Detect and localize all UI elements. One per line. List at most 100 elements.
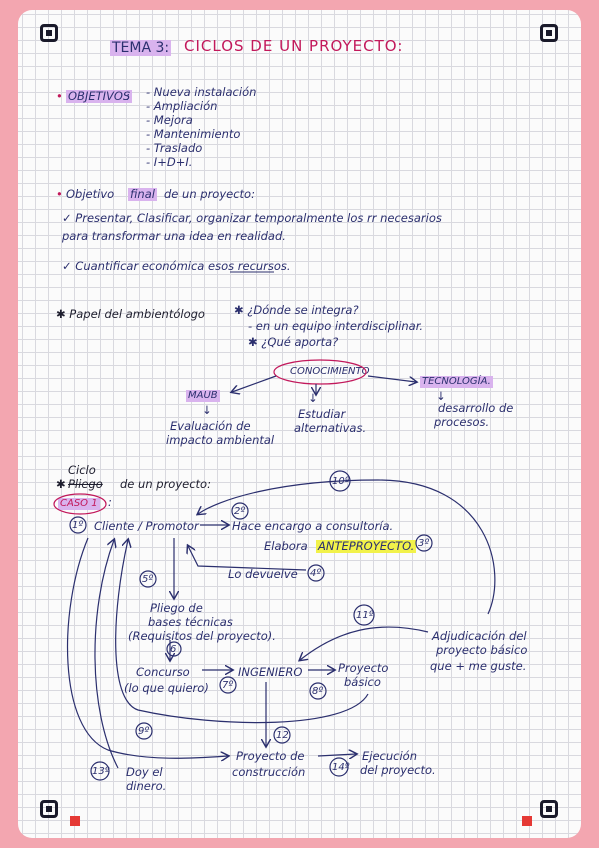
cliente-node: Cliente / Promotor <box>94 519 199 533</box>
pliego-node: bases técnicas <box>148 615 233 629</box>
alternativas-desc: alternativas. <box>294 421 367 435</box>
step-circle <box>231 502 249 520</box>
step-number: 13º <box>92 766 110 777</box>
devuelve-node: Lo devuelve <box>228 567 298 581</box>
pliego-node: (Requisitos del proyecto). <box>128 629 276 643</box>
objetivo-item: - Ampliación <box>146 99 218 113</box>
doy-dinero-node: dinero. <box>126 779 167 793</box>
adjudicacion-node: proyecto básico <box>436 643 528 657</box>
ejecucion-node: del proyecto. <box>360 763 436 777</box>
objetivo-final-label-final: final <box>128 187 157 202</box>
down-arrow-icon: ↓ <box>308 391 318 405</box>
bullet-icon: • <box>56 187 63 201</box>
proyecto-construccion-node: construcción <box>232 765 306 779</box>
step-number: 7º <box>222 680 234 691</box>
proyecto-basico-node: básico <box>344 675 381 689</box>
step-circle <box>415 534 433 552</box>
arrow <box>367 375 416 382</box>
step-circle <box>329 757 349 777</box>
step-circle <box>353 604 375 626</box>
red-square-icon <box>522 816 532 826</box>
step-circle <box>273 726 291 744</box>
conocimiento-node: CONOCIMIENTO <box>290 366 370 377</box>
papel-label: ✱ Papel del ambientólogo <box>56 307 205 321</box>
step-number: 4º <box>310 568 322 579</box>
ingeniero-node: INGENIERO <box>238 665 303 679</box>
conocimiento-ellipse <box>273 359 367 385</box>
title-main: CICLOS DE UN PROYECTO: <box>184 37 404 55</box>
concurso-node: (lo que quiero) <box>124 681 209 695</box>
red-square-icon <box>70 816 80 826</box>
step-circle <box>166 641 182 657</box>
star-icon: ✱ <box>56 477 66 491</box>
concurso-node: Concurso <box>136 665 190 679</box>
adjudicacion-node: Adjudicación del <box>432 629 527 643</box>
down-arrow-icon: ↓ <box>202 403 212 417</box>
alternativas-desc: Estudiar <box>298 407 346 421</box>
caso-badge: CASO 1 <box>58 498 100 510</box>
step-number: 14º <box>332 762 350 773</box>
step-number: 12 <box>276 730 289 741</box>
step-number: 1º <box>72 520 84 531</box>
objetivo-item: - Mantenimiento <box>146 127 241 141</box>
step-circle <box>309 682 327 700</box>
tecnologia-desc: procesos. <box>434 415 490 429</box>
maub-node: MAUB <box>186 390 220 402</box>
step-number: 3º <box>418 538 430 549</box>
objetivo-item: - Traslado <box>146 141 203 155</box>
step-circle <box>139 570 157 588</box>
corner-marker-icon <box>540 800 558 818</box>
step-circle <box>307 564 325 582</box>
elabora-label: Elabora <box>264 539 308 553</box>
step-number: 9º <box>138 726 150 737</box>
maub-desc: Evaluación de <box>170 419 251 433</box>
corner-marker-icon <box>40 800 58 818</box>
diagram-lines <box>53 271 496 781</box>
objetivos-label: OBJETIVOS <box>66 89 133 104</box>
objetivo-final-line2: para transformar una idea en realidad. <box>62 229 286 243</box>
bullet-icon: • <box>56 89 63 103</box>
objetivo-final-label-post: de un proyecto: <box>164 187 255 201</box>
step-number: 6 <box>170 644 177 655</box>
papel-q1b: - en un equipo interdisciplinar. <box>248 319 424 333</box>
title-tema: TEMA 3: <box>110 40 172 57</box>
papel-q2: ✱ ¿Qué aporta? <box>248 335 339 349</box>
ciclo-head2-strike: Pliego <box>68 477 103 491</box>
step-number: 11º <box>356 610 374 621</box>
corner-marker-icon <box>540 24 558 42</box>
ciclo-head2: de un proyecto: <box>120 477 211 491</box>
tecnologia-node: TECNOLOGÍA. <box>420 376 493 388</box>
objetivo-item: - Mejora <box>146 113 193 127</box>
objetivo-final-line1: ✓ Presentar, Clasificar, organizar tempo… <box>62 211 442 225</box>
step-circle <box>219 676 237 694</box>
objetivo-item: - I+D+I. <box>146 155 193 169</box>
ejecucion-node: Ejecución <box>362 749 417 763</box>
doy-dinero-node: Doy el <box>126 765 163 779</box>
step-number: 2º <box>234 506 246 517</box>
objetivo-final-label-pre: Objetivo <box>66 187 115 201</box>
proyecto-construccion-node: Proyecto de <box>236 749 305 763</box>
step-number: 8º <box>312 686 324 697</box>
step-circle <box>90 761 110 781</box>
maub-desc: impacto ambiental <box>166 433 275 447</box>
papel-q1: ✱ ¿Dónde se integra? <box>234 303 359 317</box>
adjudicacion-node: que + me guste. <box>430 659 527 673</box>
hace-encargo-node: Hace encargo a consultoría. <box>232 519 394 533</box>
notebook-page: TEMA 3: CICLOS DE UN PROYECTO: • OBJETIV… <box>18 10 581 838</box>
step-number: 5º <box>142 574 154 585</box>
ciclo-head1: Ciclo <box>68 463 96 477</box>
pliego-node: Pliego de <box>150 601 203 615</box>
tecnologia-desc: desarrollo de <box>438 401 514 415</box>
down-arrow-icon: ↓ <box>436 389 446 403</box>
step-circle <box>135 722 153 740</box>
arrow <box>232 375 277 392</box>
objetivo-final-line3: ✓ Cuantificar económica esos recursos. <box>62 259 291 273</box>
proyecto-basico-node: Proyecto <box>338 661 389 675</box>
caso-ellipse <box>53 493 107 515</box>
objetivo-item: - Nueva instalación <box>146 85 257 99</box>
caso-colon: : <box>108 495 112 509</box>
step-circle <box>69 516 87 534</box>
anteproyecto-node: ANTEPROYECTO. <box>316 539 417 554</box>
corner-marker-icon <box>40 24 58 42</box>
objetivos-colon: : <box>126 89 130 103</box>
